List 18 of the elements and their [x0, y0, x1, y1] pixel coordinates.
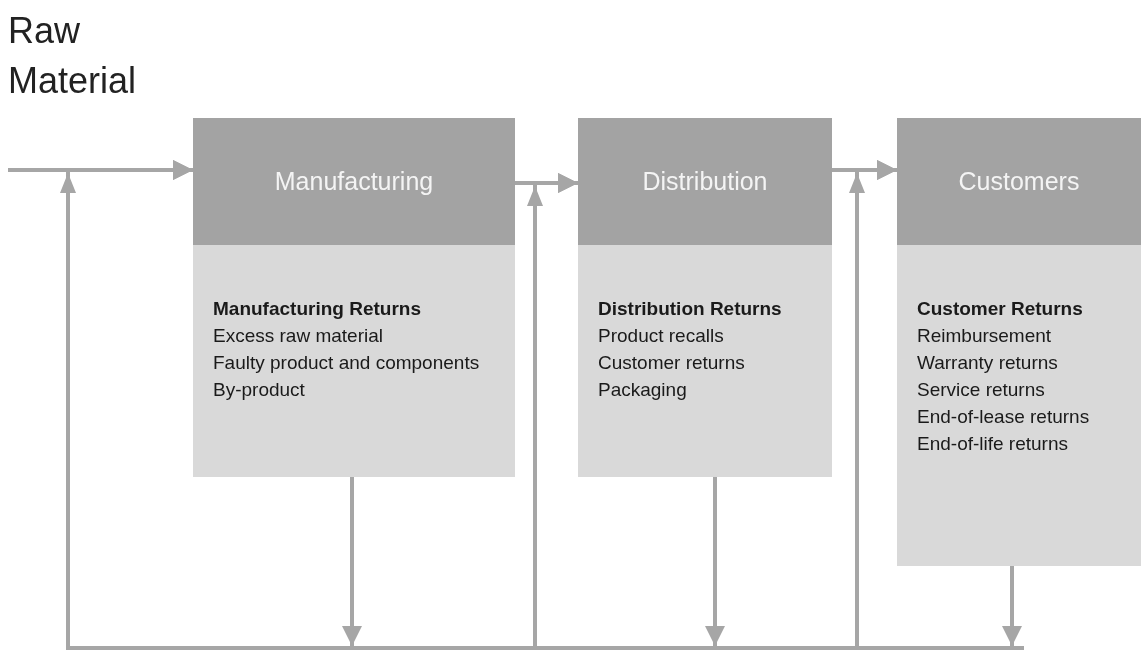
- returns-heading: Customer Returns: [917, 297, 1083, 321]
- return-item: End-of-lease returns: [917, 405, 1090, 429]
- return-item: Customer returns: [598, 351, 745, 375]
- return-item: Packaging: [598, 378, 687, 402]
- return-item: Excess raw material: [213, 324, 383, 348]
- stage-header: Customers: [897, 118, 1141, 245]
- return-item: Product recalls: [598, 324, 724, 348]
- return-item: Faulty product and components: [213, 351, 480, 375]
- return-item: Service returns: [917, 378, 1045, 402]
- input-label: Raw Material: [8, 9, 138, 103]
- returns-heading: Manufacturing Returns: [213, 297, 421, 321]
- stage-header: Manufacturing: [193, 118, 515, 245]
- stage-header: Distribution: [578, 118, 832, 245]
- return-item: End-of-life returns: [917, 432, 1068, 456]
- returns-heading: Distribution Returns: [598, 297, 782, 321]
- return-item: Reimbursement: [917, 324, 1052, 348]
- return-item: Warranty returns: [917, 351, 1058, 375]
- return-item: By-product: [213, 378, 305, 402]
